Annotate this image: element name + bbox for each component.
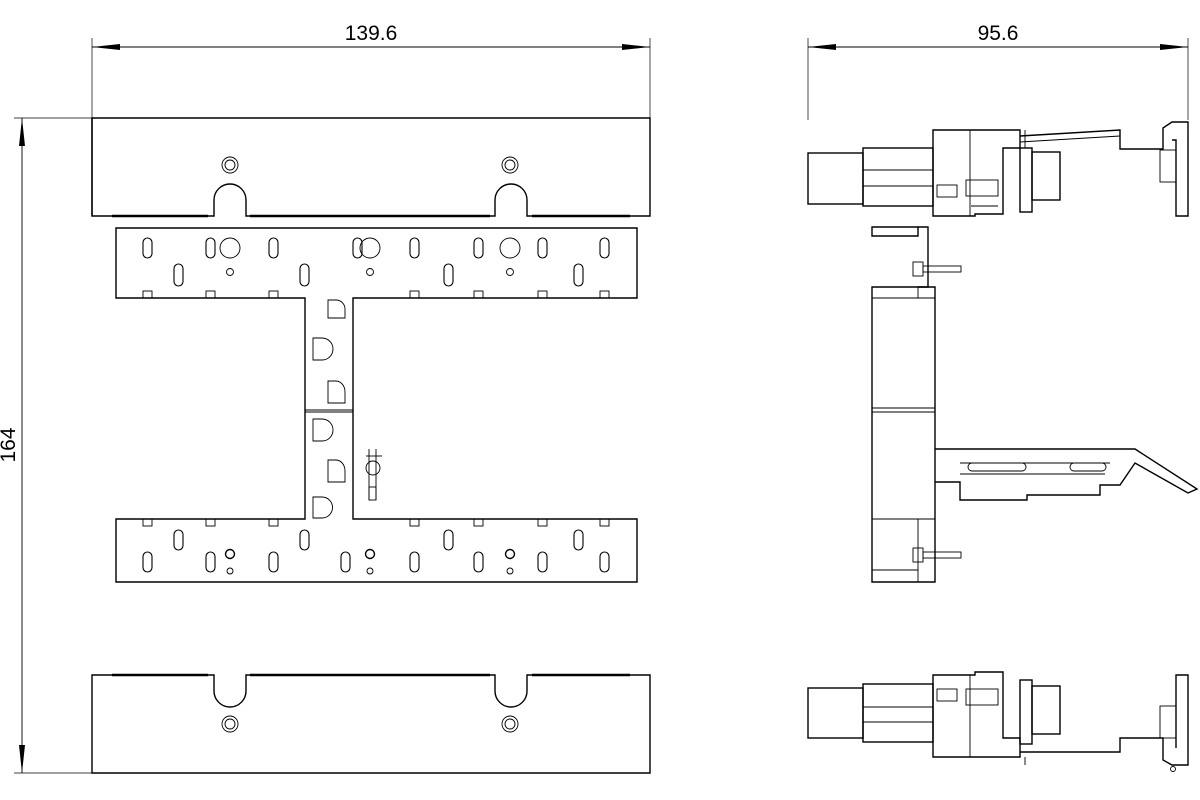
side-view: [807, 121, 1199, 772]
dimension-side-width: 95.6: [807, 22, 1189, 120]
slot-cutout: [409, 237, 420, 259]
slot-cutout: [173, 263, 184, 287]
slot-cutout: [409, 551, 420, 573]
slot-cutout: [473, 551, 484, 573]
slot-cutout: [599, 237, 610, 259]
slot-cutout: [573, 263, 584, 287]
slot-cutout: [299, 529, 310, 551]
slot-cutout: [268, 551, 279, 573]
front-width-label: 139.6: [345, 22, 398, 45]
top-cover: [91, 117, 651, 218]
front-view: [91, 117, 651, 774]
slot-cutout: [268, 237, 279, 259]
side-middle-block: [871, 226, 1199, 583]
slot-cutout: [340, 551, 351, 573]
slot-cutout: [299, 263, 310, 287]
mounting-hole: [221, 715, 239, 733]
slot-cutout: [537, 551, 548, 573]
height-label: 164: [0, 427, 20, 462]
slot-cutout: [142, 551, 153, 573]
slot-cutout: [473, 237, 484, 259]
mounting-hole: [501, 156, 519, 174]
side-width-label: 95.6: [978, 22, 1019, 45]
slot-cutout: [537, 237, 548, 259]
slot-cutout: [142, 237, 153, 259]
slot-cutout: [173, 529, 184, 551]
slot-cutout: [443, 529, 454, 551]
mounting-hole: [221, 156, 239, 174]
h-block: [115, 227, 638, 583]
dimension-front-width: 139.6: [91, 22, 651, 118]
side-top-connector: [807, 121, 1189, 217]
slot-cutout: [205, 551, 216, 573]
slot-cutouts: [142, 237, 610, 573]
bottom-cover: [91, 673, 651, 774]
mounting-hole: [501, 715, 519, 733]
slot-cutout: [205, 237, 216, 259]
dimension-height: 164: [0, 117, 92, 774]
slot-cutout: [443, 263, 454, 287]
slot-cutout: [599, 551, 610, 573]
side-bottom-connector: [807, 671, 1189, 772]
slot-cutout: [352, 237, 363, 259]
slot-cutout: [573, 529, 584, 551]
